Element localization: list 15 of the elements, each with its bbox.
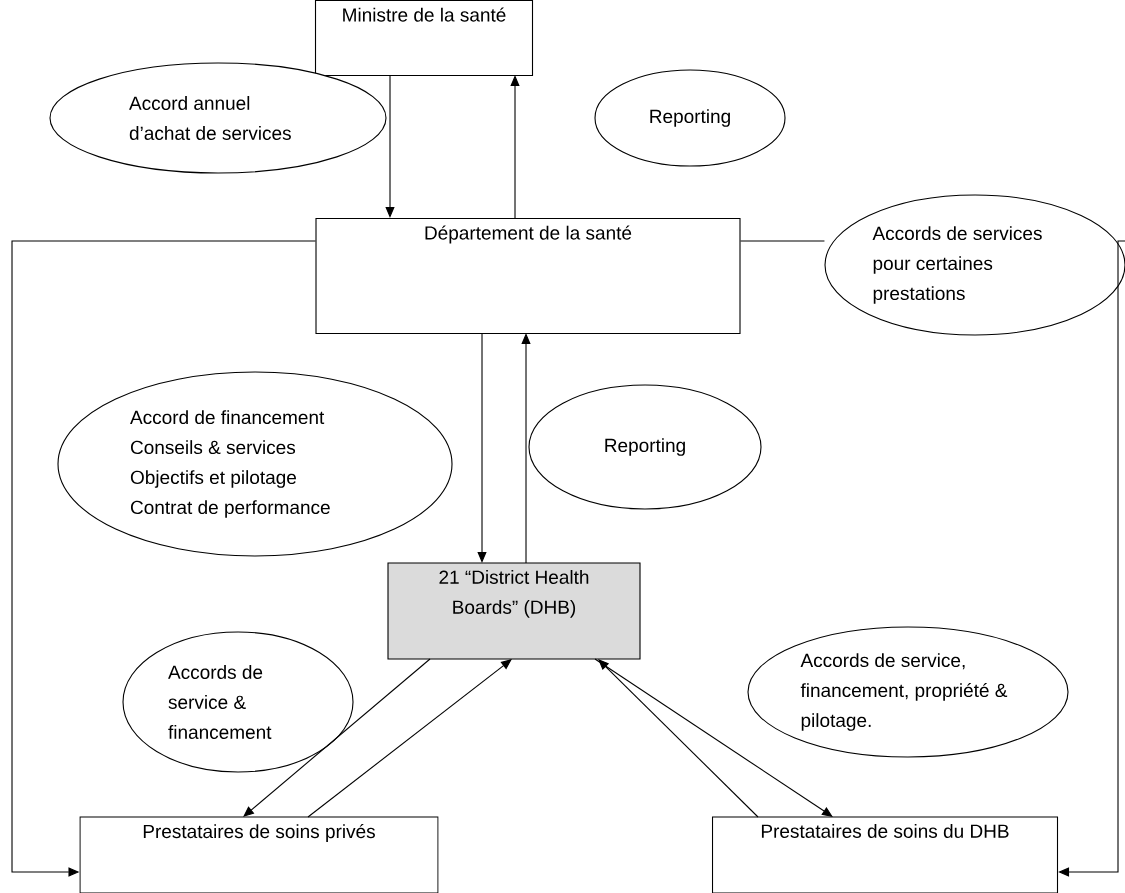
arrow bbox=[11, 240, 316, 877]
process-box: Département de la santé bbox=[315, 217, 741, 335]
arrow bbox=[385, 74, 395, 218]
arrow bbox=[598, 659, 759, 818]
arrow bbox=[307, 659, 512, 818]
arrow bbox=[477, 332, 487, 563]
arrow bbox=[594, 658, 833, 817]
process-box: 21 “District Health Boards” (DHB) bbox=[387, 562, 641, 660]
process-box: Prestataires de soins privés bbox=[79, 816, 439, 893]
process-box: Ministre de la santé bbox=[314, 0, 534, 77]
arrow bbox=[1058, 240, 1125, 877]
arrow bbox=[510, 75, 520, 219]
process-box: Prestataires de soins du DHB bbox=[711, 816, 1059, 893]
arrow bbox=[243, 658, 431, 817]
arrow bbox=[521, 333, 531, 564]
